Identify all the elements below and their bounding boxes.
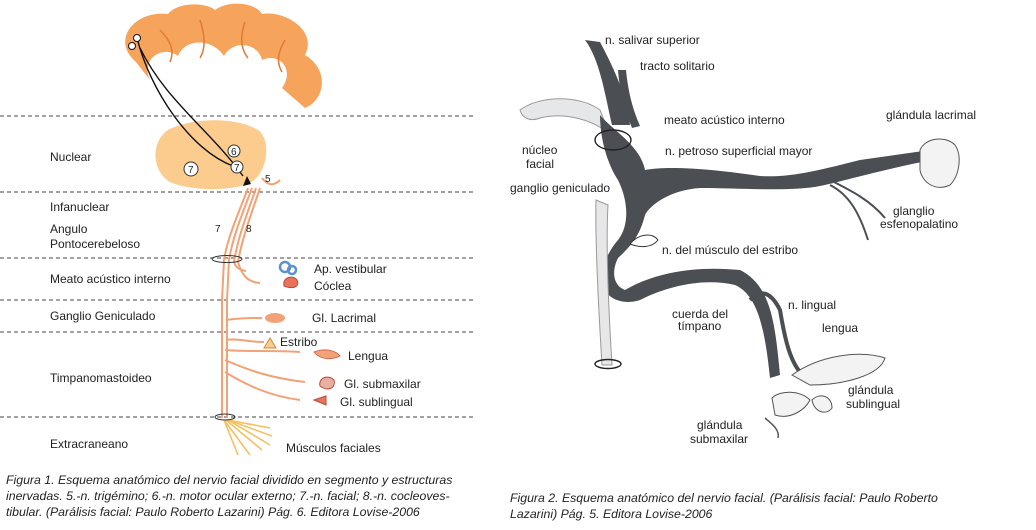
caption-line: tibular. (Parálisis facial: Paulo Robert…	[6, 505, 420, 519]
meatus-ring	[211, 255, 243, 263]
caption-line: inervadas. 5.-n. trigémino; 6.-n. motor …	[6, 489, 450, 503]
figure2-caption: Figura 2. Esquema anatómico del nervio f…	[510, 490, 984, 522]
label-stapedius: n. del músculo del estribo	[662, 243, 798, 257]
sublingual-gland-icon	[312, 395, 327, 406]
label-sphenopalatine: esfenopalatino	[880, 217, 958, 231]
segment-label: Ganglio Geniculado	[50, 309, 156, 323]
segment-label: Timpanomastoideo	[50, 371, 152, 385]
facial-nerve-trunk	[221, 177, 306, 418]
structure-label: Cóclea	[314, 279, 352, 293]
segment-label: Nuclear	[50, 150, 91, 164]
label-gland: glándula	[848, 383, 894, 397]
sublingual-gland	[811, 395, 833, 413]
gland-duct	[764, 417, 780, 439]
label-submaxillary: submaxilar	[690, 432, 748, 446]
tongue-shape	[791, 353, 886, 386]
facial-nerve-main	[600, 115, 932, 378]
stapedius-muscle-icon	[629, 234, 659, 248]
structure-label: Gl. Lacrimal	[312, 311, 376, 325]
caption-line: Lazarini) Pág. 5. Editora Lovise-2006	[510, 507, 713, 521]
label-solitary: tracto solitario	[640, 59, 715, 73]
stylomastoid-ring	[214, 413, 236, 421]
label-facial: facial	[526, 157, 554, 171]
segment-label: Pontocerebeloso	[50, 237, 140, 251]
caption-line: Figura 1. Esquema anatómico del nervio f…	[6, 473, 453, 487]
figure1-caption: Figura 1. Esquema anatómico del nervio f…	[6, 472, 496, 520]
tongue-icon	[313, 349, 341, 360]
label-gland2: glándula	[697, 418, 743, 432]
corticonuclear-pathway	[139, 47, 244, 177]
label-chorda: cuerda del	[672, 307, 728, 321]
segment-label: Infanuclear	[50, 200, 109, 214]
vestibular-apparatus-icon	[278, 260, 298, 276]
structure-label: Gl. sublingual	[340, 395, 413, 409]
label-tympani: tímpano	[678, 319, 722, 333]
label-geniculate: ganglio geniculado	[510, 181, 610, 195]
figure2-diagram: n. salivar superior tracto solitario núc…	[510, 33, 976, 446]
label-petrosal: n. petroso superficial mayor	[665, 144, 812, 158]
nerve-number-7: 7	[215, 224, 221, 235]
corticonuclear-pathway	[136, 37, 234, 167]
segment-label: Angulo	[50, 222, 88, 236]
submaxillary-gland-icon	[319, 376, 335, 390]
segment-label: Extracraneano	[50, 437, 128, 451]
meatus-ring-2	[594, 129, 632, 151]
brain-cortex	[125, 3, 322, 108]
stapes-icon	[263, 337, 277, 349]
neuron-body	[133, 34, 141, 42]
figure1-diagram: 7 8 5 6 7 7 Nuclear Infanuclear Angulo P…	[0, 3, 475, 456]
neuron-body	[128, 42, 136, 50]
label-nucleus: núcleo	[522, 143, 558, 157]
label-sublingual: sublingual	[846, 397, 900, 411]
facial-fan-branches	[223, 419, 273, 456]
nucleus-number-7: 7	[234, 163, 240, 174]
label-lacrimal: glándula lacrimal	[886, 108, 976, 122]
label-salivary: n. salivar superior	[605, 33, 700, 47]
label-tongue: lengua	[822, 321, 858, 335]
stylomastoid-ring-2	[594, 358, 622, 370]
salivary-root	[585, 40, 630, 125]
submaxillary-gland	[771, 391, 811, 417]
label-meatus: meato acústico interno	[664, 113, 785, 127]
structure-label: Músculos faciales	[286, 441, 381, 455]
nucleus-circle-7	[183, 161, 199, 177]
caption-line: Figura 2. Esquema anatómico del nervio f…	[510, 491, 938, 505]
nerve-number-8: 8	[246, 224, 252, 235]
lacrimal-gland-icon	[265, 313, 285, 323]
solitary-root	[618, 70, 640, 128]
structure-label: Estribo	[280, 335, 318, 349]
lingual-nerve	[748, 291, 802, 374]
cochlea-icon	[283, 276, 299, 289]
pterygopalatine-branches	[829, 166, 891, 241]
arrow-head	[243, 176, 251, 186]
structure-label: Ap. vestibular	[314, 262, 387, 276]
nucleus-circle-7b	[230, 160, 244, 174]
nerve-number-5: 5	[265, 174, 271, 185]
facial-canal-sheath	[595, 199, 613, 366]
structure-label: Gl. submaxilar	[344, 377, 421, 391]
label-ganglion: glanglio	[893, 204, 935, 218]
nucleus-circle-6	[227, 144, 241, 158]
lacrimal-gland	[919, 138, 960, 188]
nucleus-number-7-left: 7	[188, 165, 194, 176]
nucleus-number-6: 6	[231, 147, 237, 158]
label-lingual: n. lingual	[788, 298, 836, 312]
facial-nucleus-branch	[519, 98, 611, 136]
structure-label: Lengua	[348, 349, 388, 363]
segment-label: Meato acústico interno	[50, 272, 171, 286]
